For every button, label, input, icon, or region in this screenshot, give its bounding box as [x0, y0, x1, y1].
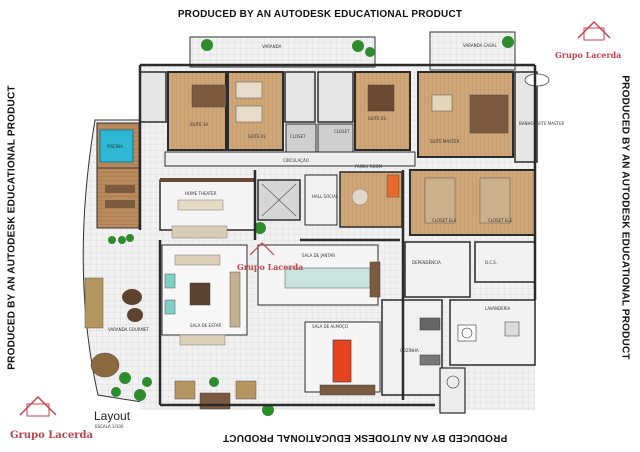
- logo-center: Grupo Lacerda: [237, 242, 303, 272]
- hall-social: [304, 174, 338, 226]
- bench-icon: [199, 392, 231, 410]
- logo-top-right: Grupo Lacerda: [555, 20, 621, 60]
- armchair-icon: [127, 308, 143, 322]
- bathroom-3: [317, 71, 354, 123]
- room-label-family-room: FAMILY ROOM: [355, 164, 383, 169]
- lounge-chair-icon: [174, 380, 196, 400]
- armchair-icon: [164, 273, 176, 289]
- sink-icon: [504, 321, 520, 337]
- room-label-varanda-casal: VARANDA CASAL: [463, 43, 497, 48]
- buffet-icon: [369, 261, 381, 298]
- bed-icon: [367, 84, 395, 112]
- room-label-varanda: VARANDA: [262, 44, 282, 49]
- bathroom-1: [139, 71, 167, 123]
- room-label-closet-ele: CLOSET ELE: [488, 218, 513, 223]
- sofa-icon: [84, 277, 104, 329]
- room-label-sala-estar: SALA DE ESTAR: [190, 323, 221, 328]
- banho-suite-master: [514, 71, 538, 163]
- sofa-icon: [179, 334, 226, 346]
- sideboard-icon: [229, 271, 241, 328]
- service-entrance: [439, 367, 466, 414]
- varanda-top: [189, 36, 376, 68]
- room-label-pool: PISCINA: [107, 144, 123, 149]
- rug-icon: [351, 188, 369, 206]
- room-label-dependencia: DEPENDÊNCIA: [412, 260, 441, 265]
- bed-icon: [191, 84, 227, 108]
- room-label-dce: D.C.E.: [485, 260, 497, 265]
- washer-icon: [457, 324, 477, 342]
- plants-icon: [108, 36, 514, 416]
- dependencia: [404, 241, 471, 298]
- room-label-closet-1: CLOSET: [290, 134, 306, 139]
- bed-icon: [469, 94, 509, 134]
- room-label-hall-social: HALL SOCIAL: [312, 194, 339, 199]
- bathroom-2: [284, 71, 316, 123]
- room-label-varanda-gourmet: VARANDA GOURMET: [108, 327, 150, 332]
- suite-1: [167, 71, 227, 151]
- dce: [474, 241, 536, 283]
- sofa-icon: [177, 199, 224, 211]
- deck-area: [96, 167, 140, 229]
- table-icon: [332, 339, 352, 383]
- bed-icon: [235, 105, 263, 123]
- layout-scale: ESCALA 1/100: [95, 424, 124, 429]
- room-label-suite-2: SUITE 02: [248, 134, 266, 139]
- cozinha: [381, 299, 443, 396]
- round-table-icon: [90, 352, 120, 378]
- walls: [138, 63, 537, 407]
- armchair-icon: [164, 299, 176, 315]
- room-label-suite-master: SUITE MASTER: [430, 139, 460, 144]
- lounge-chair-icon: [235, 380, 257, 400]
- room-label-sala-jantar: SALA DE JANTAR: [302, 253, 335, 258]
- pool: [99, 129, 134, 163]
- coffee-table-icon: [189, 282, 211, 306]
- logo-bottom-left: Grupo Lacerda: [10, 395, 93, 441]
- counter-icon: [319, 384, 376, 396]
- varanda-casal: [429, 31, 516, 71]
- bathtub-icon: [524, 73, 550, 87]
- circulacao: [164, 151, 416, 167]
- logo-text: Grupo Lacerda: [237, 262, 303, 272]
- logo-text: Grupo Lacerda: [555, 50, 621, 60]
- layout-title: Layout: [94, 409, 131, 423]
- logo-text: Grupo Lacerda: [10, 430, 93, 441]
- sofa-icon: [431, 94, 453, 112]
- room-label-sala-almoco: SALA DE ALMOÇO: [312, 324, 348, 329]
- room-label-suite-3: SUITE 03: [368, 116, 386, 121]
- door-swing-icon: [446, 375, 460, 389]
- sofa-icon: [171, 225, 228, 239]
- room-label-closet-2: CLOSET: [334, 129, 350, 134]
- armchair-icon: [122, 289, 142, 305]
- watermark-top: PRODUCED BY AN AUTODESK EDUCATIONAL PROD…: [177, 9, 463, 20]
- sink-icon: [419, 354, 441, 366]
- room-label-cozinha: COZINHA: [400, 348, 419, 353]
- sofa-icon: [174, 254, 221, 266]
- room-label-banho-master: BANHO SUITE MASTER: [519, 121, 564, 126]
- armchair-icon: [386, 174, 400, 198]
- room-label-closet-ela: CLOSET ELA: [432, 218, 457, 223]
- bed-icon: [235, 81, 263, 99]
- room-label-lavanderia: LAVANDERIA: [485, 306, 511, 311]
- room-label-circulacao: CIRCULAÇÃO: [283, 158, 309, 163]
- room-label-home-theater: HOME THEATER: [185, 191, 217, 196]
- stove-icon: [419, 317, 441, 331]
- room-label-suite-1: SUITE 1A: [190, 122, 208, 127]
